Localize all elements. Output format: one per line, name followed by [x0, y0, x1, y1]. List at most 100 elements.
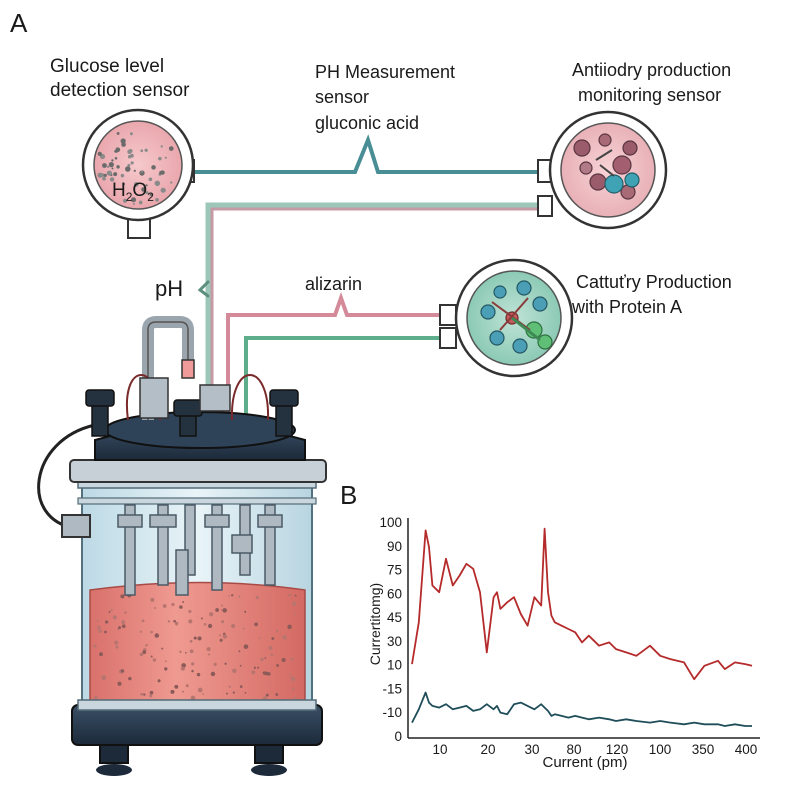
glucose-particle — [140, 170, 143, 173]
h2o2-molecule-label: H2O2 — [112, 180, 154, 204]
broth-particle — [110, 609, 113, 612]
broth-particle — [150, 597, 155, 602]
glucose-sensor: H2O2 — [81, 108, 195, 239]
broth-particle — [174, 621, 179, 626]
glucose-particle — [159, 170, 163, 175]
glucose-particle — [106, 165, 110, 169]
catalytic-sensor-port-1 — [439, 304, 457, 326]
glucose-particle — [97, 151, 102, 157]
broth-particle — [179, 650, 182, 654]
ph-sensor-label-line2: sensor — [315, 87, 369, 107]
broth-particle — [182, 601, 185, 604]
panel-a-letter: A — [10, 8, 28, 38]
glucose-particle — [130, 161, 134, 165]
broth-particle — [260, 657, 264, 662]
broth-particle — [255, 596, 259, 600]
broth-particle — [124, 611, 127, 614]
broth-particle — [208, 653, 211, 656]
glucose-particle — [109, 177, 115, 182]
broth-particle — [231, 623, 236, 629]
broth-particle — [197, 636, 202, 641]
broth-particle — [290, 676, 296, 682]
glucose-particle — [113, 172, 118, 177]
broth-particle — [188, 619, 193, 624]
foot-pad-left — [96, 764, 132, 776]
y-tick-label: -15 — [382, 681, 402, 696]
broth-particle — [142, 650, 147, 654]
broth-particle — [157, 679, 161, 683]
glucose-particle — [154, 180, 161, 187]
broth-particle — [181, 690, 185, 693]
top-pipe-outline — [147, 321, 189, 420]
broth-particle — [128, 676, 132, 681]
x-tick-label: 100 — [649, 742, 672, 757]
broth-particle — [288, 593, 292, 597]
glass-ring-mid — [77, 497, 317, 505]
broth-particle — [141, 619, 145, 623]
internal-probes — [117, 504, 283, 596]
broth-particle — [243, 644, 249, 649]
y-tick-label: 100 — [379, 515, 402, 530]
glucose-particle — [103, 173, 107, 177]
y-tick-label: 75 — [387, 563, 402, 578]
bioreactor — [37, 316, 327, 776]
lid-bolts — [85, 389, 299, 437]
broth-particle — [221, 620, 225, 624]
glucose-particle — [114, 150, 117, 153]
y-tick-label: 30 — [387, 634, 402, 649]
broth-particle — [93, 695, 98, 700]
foot-pad-right — [251, 764, 287, 776]
y-tick-label: 90 — [387, 539, 402, 554]
broth-particle — [150, 655, 153, 658]
ph-sensor-label-line3: gluconic acid — [315, 113, 419, 133]
broth-particle — [139, 652, 144, 657]
glucose-particle — [129, 132, 133, 136]
glucose-particle — [116, 132, 120, 135]
broth-particle — [254, 622, 258, 627]
broth-particle — [232, 691, 235, 694]
broth-particle — [219, 638, 223, 642]
broth-particle — [117, 681, 122, 686]
broth-particle — [219, 634, 222, 637]
broth-particle — [221, 609, 223, 611]
broth-particle — [244, 691, 247, 694]
broth-particle — [149, 690, 154, 695]
broth-particle — [154, 606, 157, 609]
culture-broth — [89, 581, 306, 706]
broth-particle — [112, 615, 117, 620]
glucose-particle — [108, 162, 114, 168]
broth-particle — [191, 669, 194, 673]
broth-particle — [287, 624, 292, 630]
glucose-particle — [121, 142, 126, 147]
glucose-particle — [111, 159, 114, 162]
glucose-particle — [130, 197, 137, 203]
broth-particle — [293, 612, 296, 615]
glucose-particle — [138, 200, 143, 205]
broth-particle — [258, 637, 261, 640]
glucose-particle — [127, 163, 131, 167]
glucose-particle — [170, 181, 173, 184]
panel-b-letter: B — [340, 480, 357, 510]
glucose-sensor-label-line1: Glucose level — [50, 56, 164, 77]
catalytic-sensor-label-line1: Cattuťry Production — [576, 272, 732, 292]
broth-particle — [164, 660, 167, 663]
broth-particle — [265, 693, 269, 697]
broth-particle — [196, 672, 201, 677]
broth-particle — [105, 620, 109, 624]
antibody-sensor-label-line1: Antiiodry production — [572, 60, 731, 80]
broth-particle — [275, 693, 279, 696]
broth-particle — [167, 620, 171, 623]
broth-particle — [271, 637, 275, 640]
broth-particle — [242, 627, 245, 630]
broth-particle — [191, 662, 195, 666]
catalytic-sensor-label-line2: with Protein A — [571, 297, 682, 317]
y-tick-label: 0 — [394, 729, 402, 744]
glucose-particle — [155, 198, 159, 202]
y-tick-label: -10 — [382, 705, 402, 720]
glucose-particle — [149, 193, 153, 197]
reactor-to-catalytic-tube-green — [244, 336, 447, 442]
glucose-sensor-disc — [93, 120, 183, 210]
broth-particle — [185, 651, 187, 654]
broth-particle — [173, 619, 176, 623]
broth-particle — [139, 630, 142, 633]
